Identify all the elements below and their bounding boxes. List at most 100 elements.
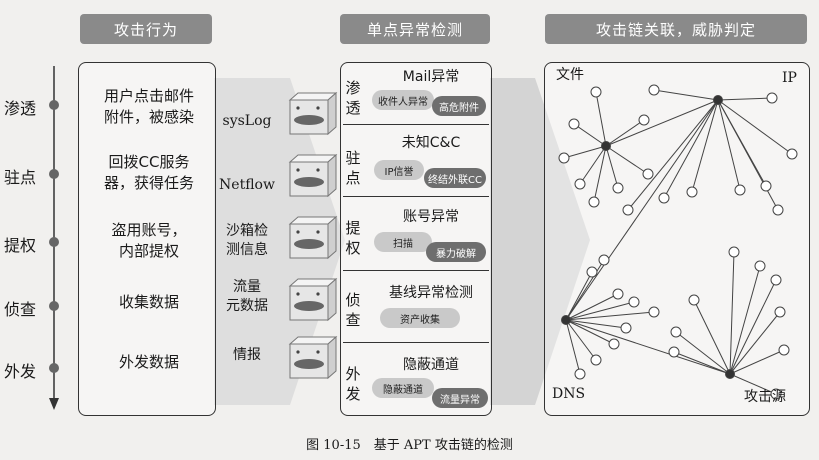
network-edge bbox=[579, 145, 607, 185]
behavior-foothold: 回拨CC服务器，获得任务 bbox=[103, 153, 194, 192]
network-edge bbox=[729, 311, 781, 375]
network-node bbox=[728, 246, 740, 258]
detection-stage-label: 渗透 bbox=[345, 79, 361, 117]
network-hub-node bbox=[725, 369, 735, 379]
timeline-axis bbox=[49, 66, 59, 410]
detection-pill: 隐蔽通道 bbox=[372, 378, 434, 398]
detection-title: Mail异常 bbox=[402, 69, 460, 85]
detection-separator bbox=[343, 270, 489, 271]
network-node bbox=[568, 118, 580, 130]
network-node bbox=[760, 180, 772, 192]
network-edge bbox=[729, 265, 761, 375]
network-node bbox=[786, 148, 798, 160]
network-edge bbox=[593, 145, 607, 203]
behavior-recon: 收集数据 bbox=[118, 293, 179, 311]
network-node bbox=[612, 182, 624, 194]
network-edge bbox=[691, 99, 719, 193]
cube-icon bbox=[288, 335, 338, 380]
detection-title: 账号异常 bbox=[403, 209, 459, 225]
network-node bbox=[668, 346, 680, 358]
network-node bbox=[598, 254, 610, 266]
network-node bbox=[688, 294, 700, 306]
cube-icon bbox=[288, 91, 338, 136]
network-node bbox=[770, 388, 782, 400]
source-sandbox: 沙箱检测信息 bbox=[226, 223, 268, 258]
network-node bbox=[754, 260, 766, 272]
network-hub-node bbox=[561, 315, 571, 325]
source-syslog: sysLog bbox=[222, 113, 272, 129]
detection-pill: 扫描 bbox=[374, 232, 432, 252]
detection-pill: 收件人异常 bbox=[372, 90, 434, 110]
network-edge bbox=[565, 99, 719, 321]
network-node bbox=[686, 186, 698, 198]
network-node bbox=[658, 192, 670, 204]
source-traffic-metadata: 流量元数据 bbox=[226, 279, 268, 314]
network-node bbox=[620, 322, 632, 334]
network-edge bbox=[729, 251, 735, 375]
network-edge bbox=[717, 99, 779, 211]
detection-pill: 资产收集 bbox=[380, 308, 460, 328]
correlation-network bbox=[558, 84, 798, 400]
network-node bbox=[588, 196, 600, 208]
network-edge bbox=[595, 91, 607, 147]
network-edge bbox=[605, 99, 719, 147]
cube-icon bbox=[288, 277, 338, 322]
stage-label-infiltrate: 渗透 bbox=[4, 99, 37, 118]
network-node bbox=[648, 84, 660, 96]
cube-icon bbox=[288, 153, 338, 198]
network-node bbox=[772, 204, 784, 216]
network-label-file: 文件 bbox=[556, 67, 584, 83]
behavior-box bbox=[78, 62, 216, 416]
detection-separator bbox=[343, 342, 489, 343]
network-edge bbox=[717, 97, 773, 101]
stage-dot bbox=[49, 363, 59, 373]
network-edge bbox=[717, 99, 793, 155]
network-node bbox=[774, 306, 786, 318]
network-edge bbox=[729, 349, 785, 375]
detection-separator bbox=[343, 124, 489, 125]
network-node bbox=[558, 152, 570, 164]
network-hub-node bbox=[713, 95, 723, 105]
detection-title: 隐蔽通道 bbox=[403, 357, 459, 373]
detection-title: 未知C&C bbox=[401, 135, 461, 151]
stage-label-escalate: 提权 bbox=[4, 236, 37, 255]
stage-label-recon: 侦查 bbox=[4, 300, 37, 319]
detection-stage-label: 驻点 bbox=[345, 149, 361, 187]
network-edge bbox=[565, 319, 615, 345]
network-edge bbox=[565, 319, 581, 375]
network-node bbox=[612, 288, 624, 300]
network-edge bbox=[675, 331, 731, 375]
detection-title: 基线异常检测 bbox=[389, 285, 473, 301]
network-node bbox=[648, 306, 660, 318]
detection-stage-label: 外发 bbox=[345, 365, 361, 403]
network-label-dns: DNS bbox=[552, 386, 586, 402]
network-edge bbox=[605, 119, 645, 147]
header-single-point: 单点异常检测 bbox=[340, 14, 490, 44]
network-node bbox=[638, 114, 650, 126]
network-node bbox=[622, 204, 634, 216]
stage-dot bbox=[49, 169, 59, 179]
flow-arrow-right bbox=[490, 78, 590, 405]
figure-caption: 图 10-15 基于 APT 攻击链的检测 bbox=[306, 438, 513, 453]
source-intel: 情报 bbox=[233, 347, 261, 363]
network-edge bbox=[673, 351, 731, 375]
network-node bbox=[642, 168, 654, 180]
network-edge bbox=[605, 145, 619, 189]
network-node bbox=[574, 178, 586, 190]
network-edge bbox=[573, 123, 607, 147]
detection-stage-label: 提权 bbox=[345, 219, 361, 257]
network-edge bbox=[729, 279, 777, 375]
behavior-infiltrate: 用户点击邮件附件，被感染 bbox=[103, 87, 194, 126]
network-node bbox=[590, 86, 602, 98]
detection-pill: IP信誉 bbox=[374, 160, 424, 180]
network-edge bbox=[565, 271, 593, 321]
header-chain: 攻击链关联，威胁判定 bbox=[545, 14, 807, 44]
network-edge bbox=[563, 145, 607, 159]
network-hub-node bbox=[601, 141, 611, 151]
stage-label-foothold: 驻点 bbox=[4, 168, 37, 187]
stage-label-exfil: 外发 bbox=[4, 362, 37, 381]
network-edge bbox=[565, 301, 635, 321]
cube-icon bbox=[288, 215, 338, 260]
stage-dot bbox=[49, 100, 59, 110]
